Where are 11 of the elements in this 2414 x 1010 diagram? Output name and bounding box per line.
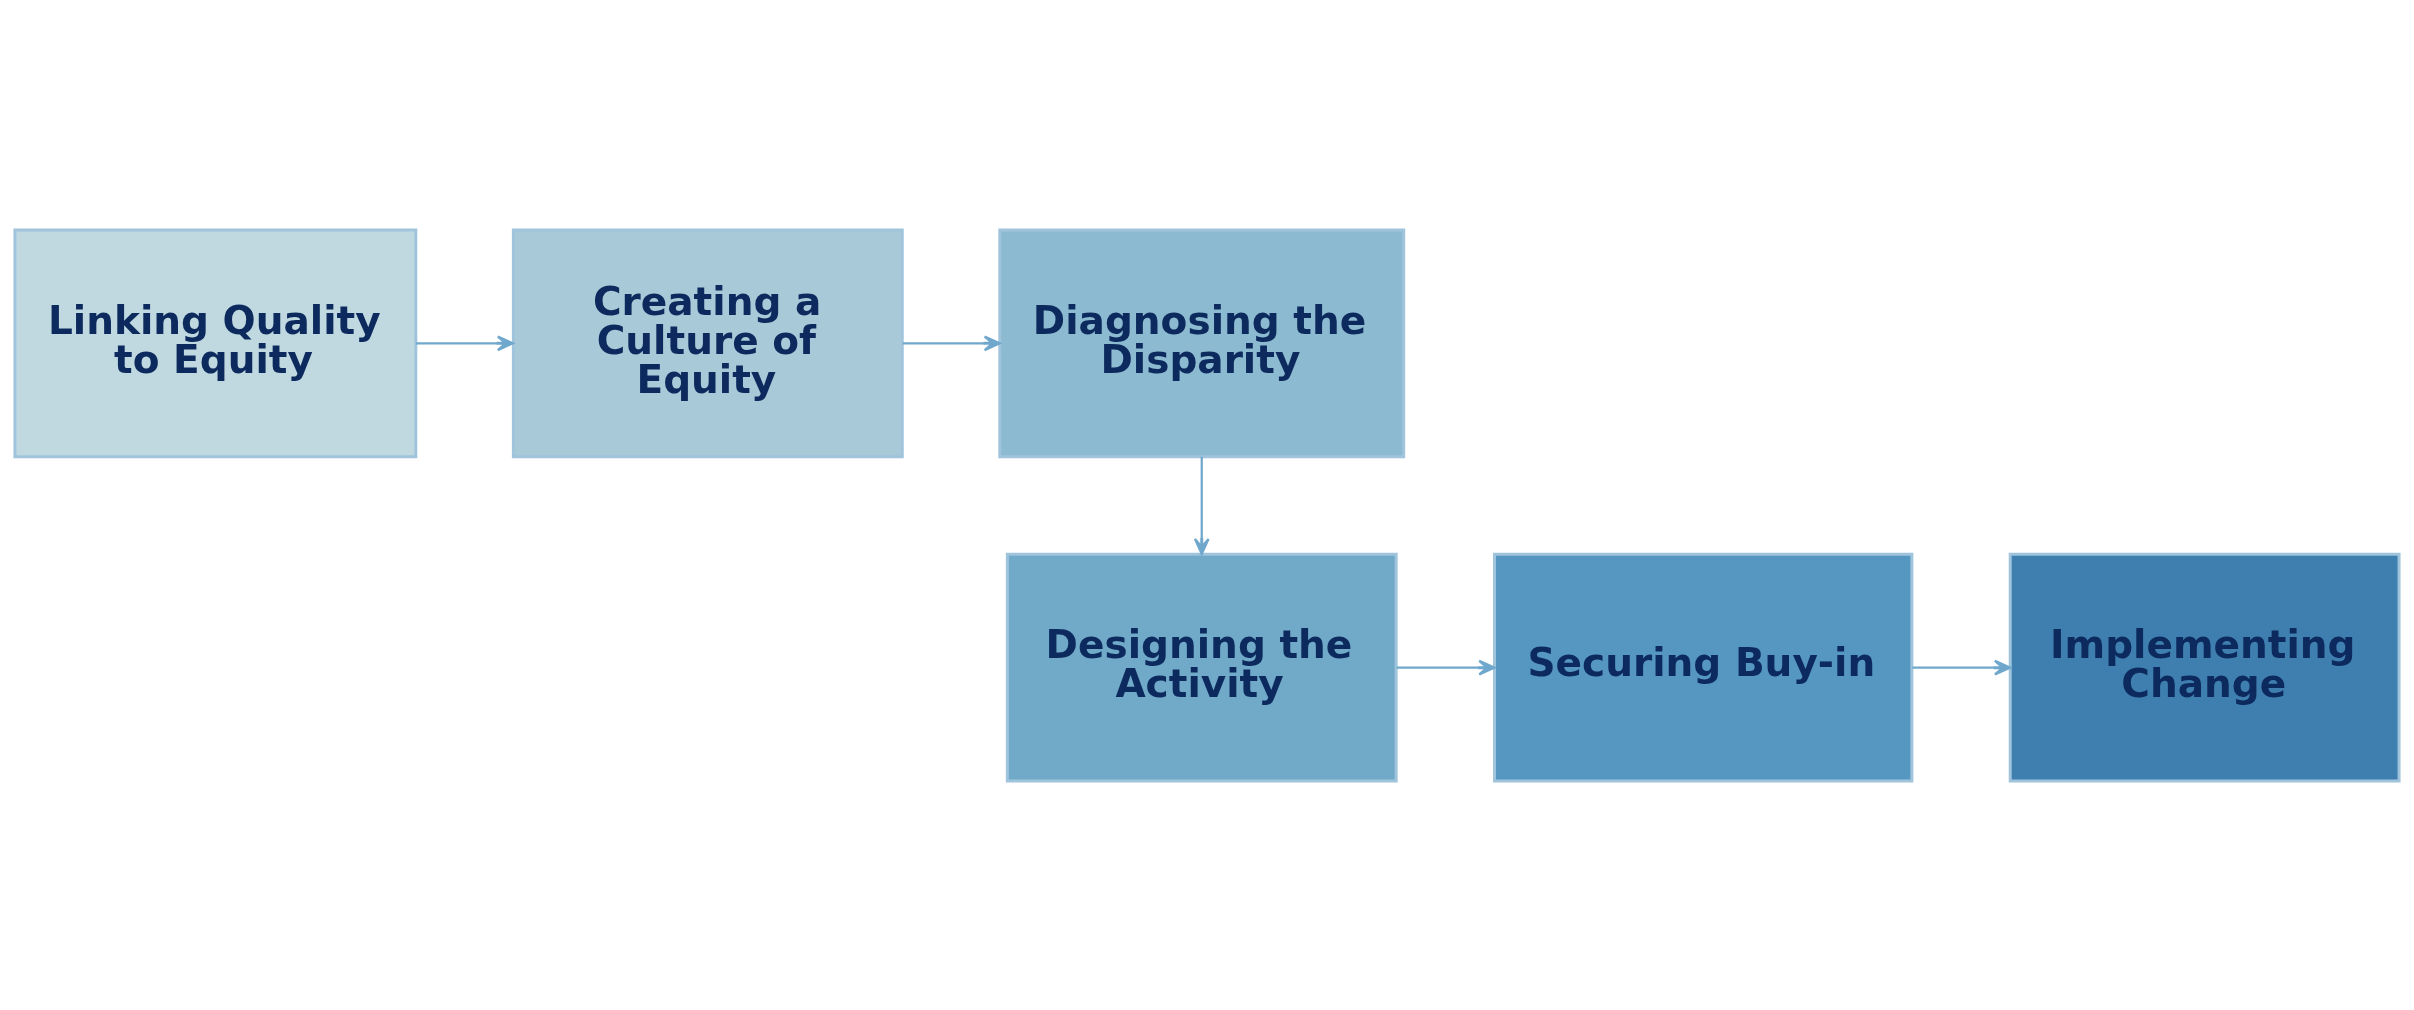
node-box: Implementing Change [2008,552,2401,782]
arrow [415,334,514,351]
node-box: Diagnosing the Disparity [998,228,1406,458]
node-box: Linking Quality to Equity [13,228,418,458]
node-box: Creating a Culture of Equity [511,228,904,458]
arrow [1396,659,1496,676]
arrow [902,334,1001,351]
arrow [1912,659,2012,676]
arrow [1193,456,1210,555]
node-box: Securing Buy-in [1493,552,1914,782]
node-box: Designing the Activity [1005,552,1398,782]
